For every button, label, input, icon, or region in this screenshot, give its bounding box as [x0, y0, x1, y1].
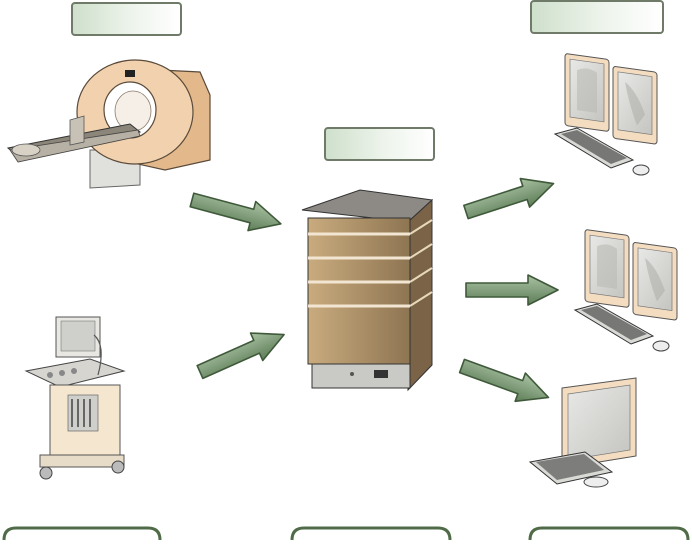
workstations-label-box [530, 0, 664, 34]
arrow-ct-to-server [187, 184, 286, 240]
server-tower-icon [301, 189, 434, 392]
single-monitor-workstation-icon [528, 377, 637, 488]
dual-monitor-workstation-icon-1 [554, 52, 658, 176]
arrow-server-to-workstation-3 [456, 351, 555, 413]
modalities-label-box [71, 2, 182, 36]
bracket-server [290, 526, 452, 541]
ultrasound-machine-icon [24, 316, 126, 480]
arrow-ultrasound-to-server [193, 320, 291, 387]
server-label-box [324, 127, 435, 161]
bracket-modalities [2, 526, 162, 541]
arrow-server-to-workstation-1 [460, 168, 559, 228]
bracket-workstations [528, 526, 690, 541]
arrow-server-to-workstation-2 [465, 274, 559, 306]
ct-scanner-icon [6, 59, 211, 189]
dual-monitor-workstation-icon-2 [574, 228, 678, 352]
